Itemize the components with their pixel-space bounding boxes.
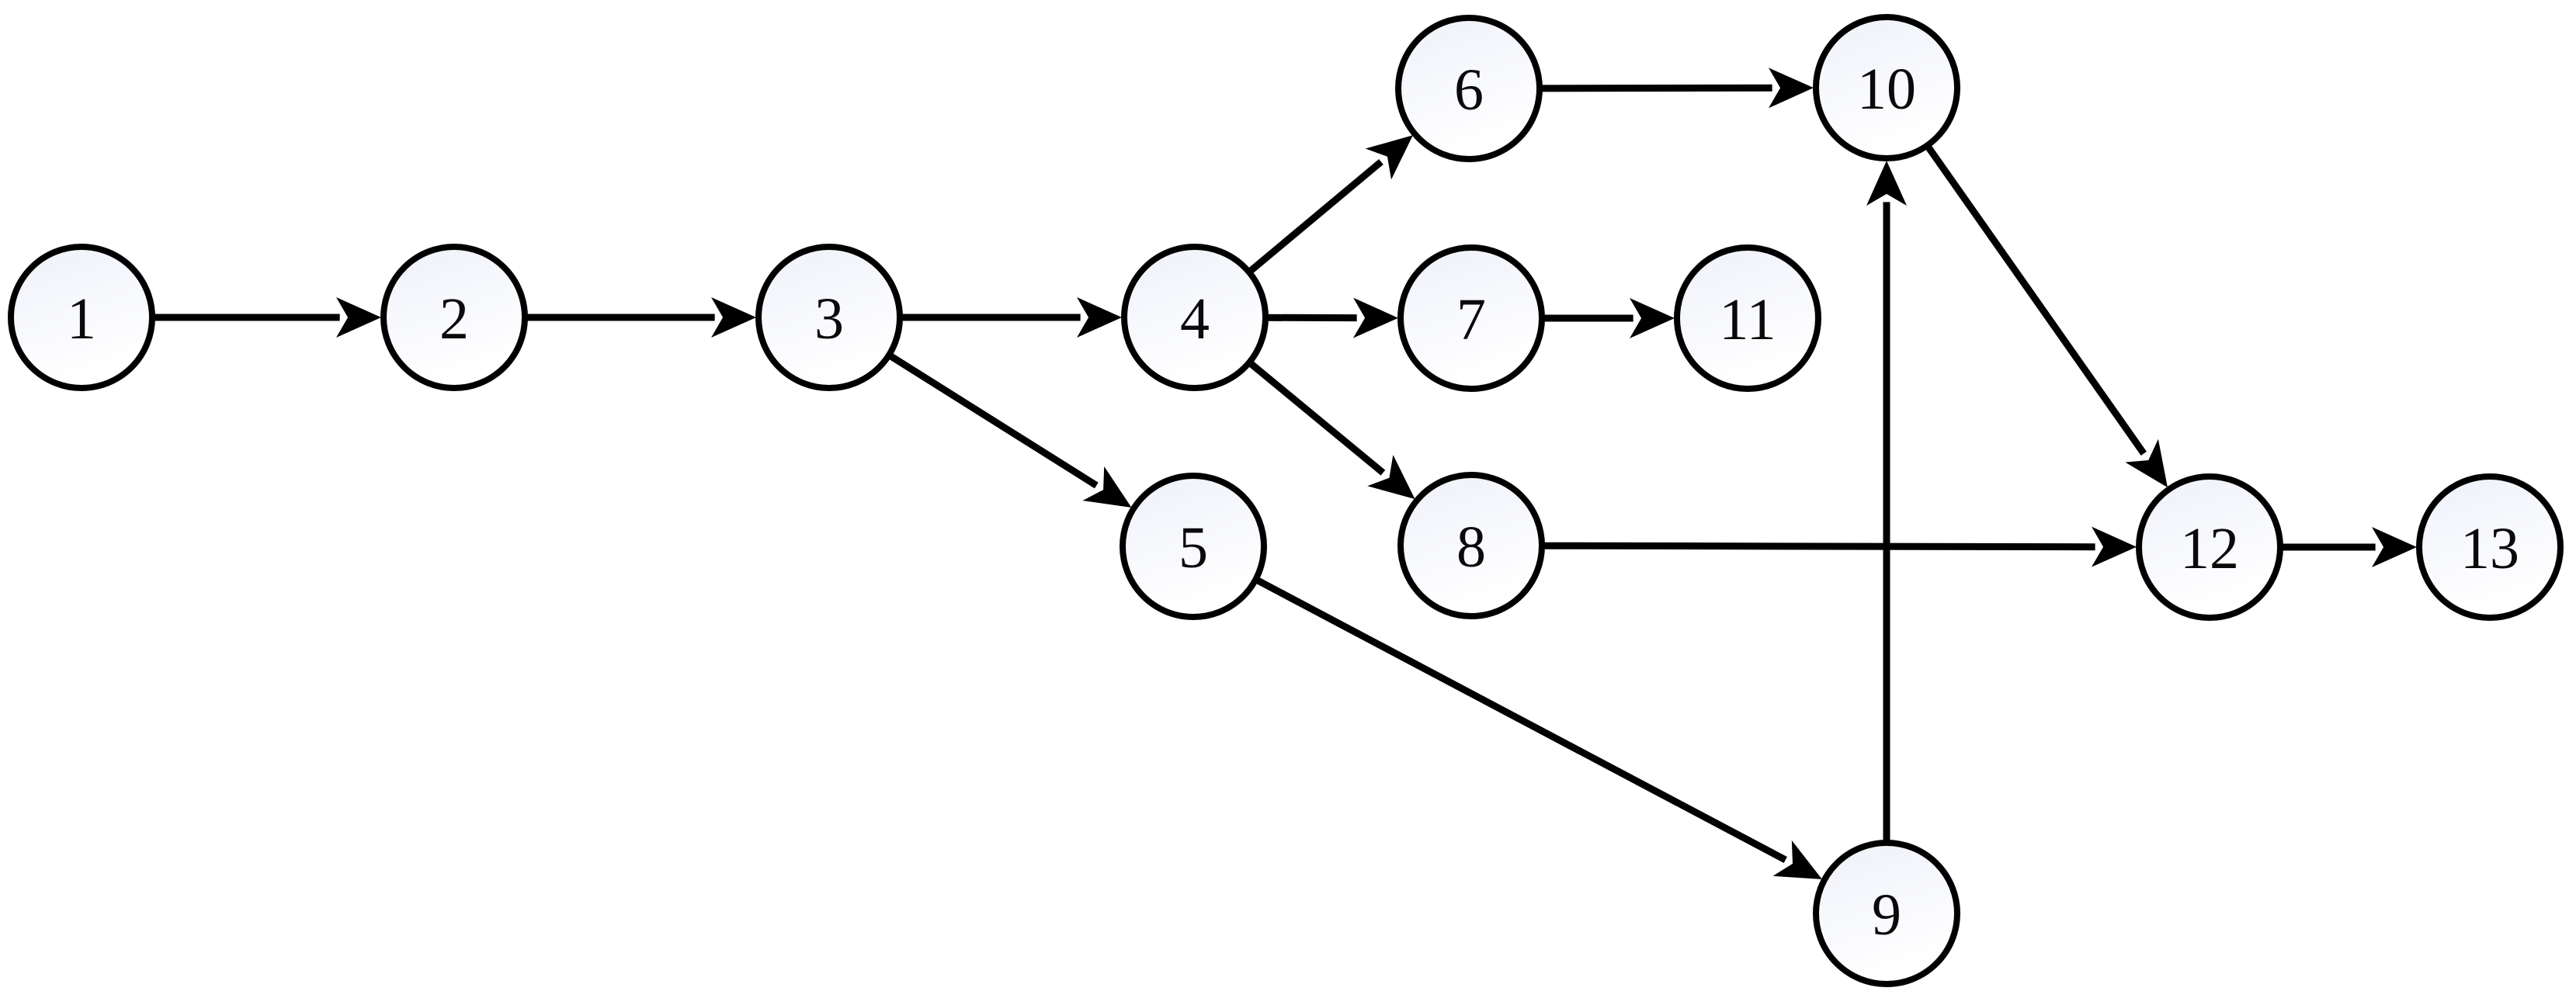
node-13[interactable]: 13 [2416,473,2564,621]
arrowhead-icon [2091,526,2137,567]
arrowhead-icon [1077,297,1122,338]
edges-layer [154,68,2417,879]
arrowhead-icon [2125,438,2168,488]
arrowhead-icon [1367,455,1415,500]
edge-4-to-8 [1248,361,1415,500]
node-2[interactable]: 2 [380,244,528,391]
arrowhead-icon [1365,135,1413,180]
arrowhead-icon [1772,840,1822,879]
edge-5-to-9 [1255,577,1822,879]
node-circle[interactable] [1395,15,1543,162]
node-circle[interactable] [8,244,155,391]
node-circle[interactable] [1813,14,1960,161]
edge-3-to-5 [889,353,1132,508]
arrowhead-icon [1866,161,1907,206]
edge-line [1925,145,2147,456]
node-circle[interactable] [755,244,903,391]
node-11[interactable]: 11 [1674,244,1821,392]
edge-9-to-10 [1866,161,1907,840]
edge-line [1248,361,1386,476]
node-circle[interactable] [1397,472,1545,619]
edge-line [1255,577,1787,864]
arrowhead-icon [711,297,756,338]
arrowhead-icon [336,297,381,338]
node-circle[interactable] [2416,473,2564,621]
edge-1-to-2 [154,297,381,338]
edge-3-to-4 [902,297,1122,338]
arrowhead-icon [2372,527,2417,567]
edge-7-to-11 [1544,298,1675,338]
edge-2-to-3 [527,297,756,338]
node-9[interactable]: 9 [1813,840,1960,987]
node-7[interactable]: 7 [1397,244,1545,392]
node-10[interactable]: 10 [1813,14,1960,161]
edge-line [889,353,1099,489]
node-3[interactable]: 3 [755,244,903,391]
node-12[interactable]: 12 [2136,473,2283,621]
node-circle[interactable] [1121,244,1269,391]
node-circle[interactable] [1120,473,1267,620]
node-circle[interactable] [2136,473,2283,621]
node-5[interactable]: 5 [1120,473,1267,620]
edge-4-to-6 [1248,135,1413,274]
node-4[interactable]: 4 [1121,244,1269,391]
arrowhead-icon [1630,298,1675,338]
edge-10-to-12 [1925,145,2168,488]
arrowhead-icon [1082,466,1132,508]
node-circle[interactable] [1397,244,1545,392]
node-1[interactable]: 1 [8,244,155,391]
edge-4-to-7 [1267,297,1398,338]
node-8[interactable]: 8 [1397,472,1545,619]
node-6[interactable]: 6 [1395,15,1543,162]
arrowhead-icon [1352,297,1398,338]
edge-8-to-12 [1543,526,2137,567]
node-circle[interactable] [1674,244,1821,392]
arrowhead-icon [1768,68,1814,109]
edge-12-to-13 [2283,527,2417,567]
node-circle[interactable] [380,244,528,391]
node-circle[interactable] [1813,840,1960,987]
edge-6-to-10 [1541,68,1814,109]
edge-line [1248,159,1383,274]
